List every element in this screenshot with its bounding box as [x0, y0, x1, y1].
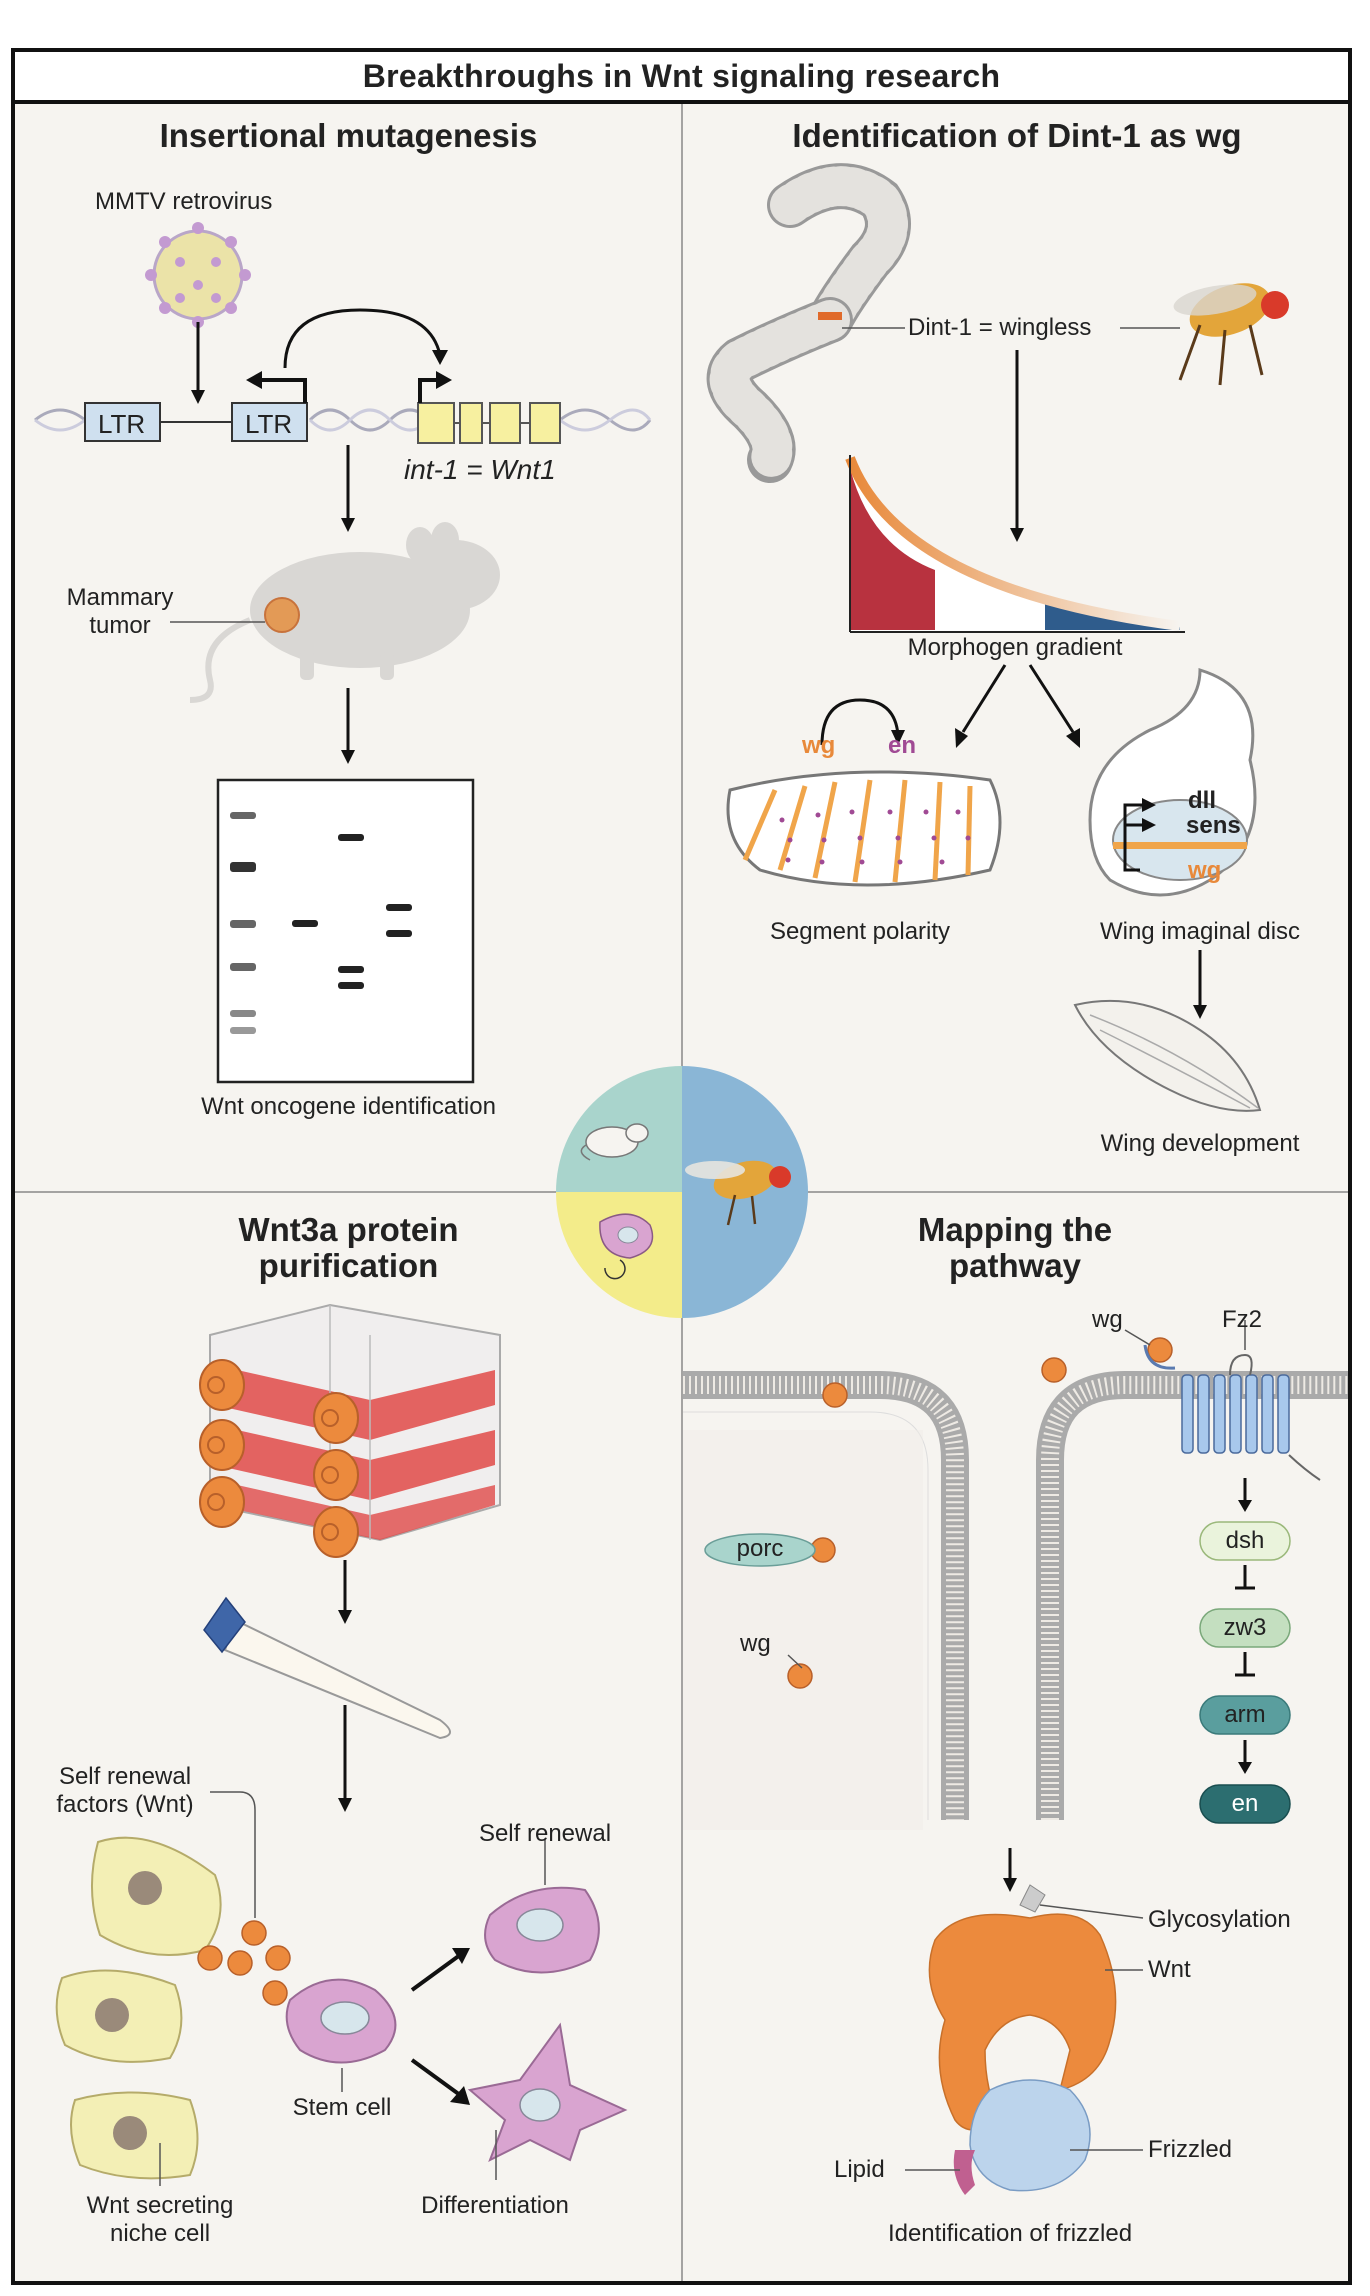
label-dsh: dsh: [1225, 1527, 1265, 1554]
label-frizzled: Frizzled: [1148, 2136, 1233, 2163]
blot-bands: [230, 812, 412, 1034]
label-wing-imaginal-disc: Wing imaginal disc: [1099, 918, 1301, 945]
label-en-segment: en: [888, 732, 917, 759]
fz2-receptor: [1181, 1374, 1290, 1454]
figure-title: Breakthroughs in Wnt signaling research: [11, 48, 1352, 104]
cell-culture-flasks: [199, 1303, 501, 1558]
label-mammary-tumor: Mammary tumor: [66, 584, 174, 639]
wg-particle: [1041, 1357, 1067, 1383]
wing-imaginal-disc: [1088, 667, 1257, 897]
label-mmtv-retrovirus: MMTV retrovirus: [95, 188, 273, 215]
porc-protein: [704, 1533, 816, 1567]
label-porc: porc: [736, 1535, 784, 1562]
ltr-box-right: [231, 402, 308, 442]
stem-cell: [285, 1978, 397, 2064]
quad-title-insertional-mutagenesis: Insertional mutagenesis: [159, 117, 538, 154]
quad-title-wnt3a-purification: Wnt3a protein purification: [238, 1211, 459, 1284]
dsh-pill: [1199, 1521, 1291, 1561]
label-stem-cell: Stem cell: [292, 2094, 392, 2121]
label-lipid: Lipid: [834, 2156, 885, 2183]
ltr-box-left: [84, 402, 161, 442]
gene-exons: [417, 402, 561, 444]
label-dll: dll: [1188, 787, 1216, 814]
wing-icon: [1073, 999, 1262, 1112]
label-self-renewal-factors: Self renewal factors (Wnt): [56, 1763, 194, 1818]
ltr-left-label: LTR: [98, 409, 146, 439]
chromosome-icon: [706, 163, 911, 483]
label-wnt: Wnt: [1148, 1956, 1191, 1983]
label-sens: sens: [1186, 812, 1241, 839]
label-wg-disc: wg: [1188, 857, 1222, 884]
mouse-icon: [580, 1123, 649, 1161]
zw3-pill: [1199, 1608, 1291, 1648]
morphogen-gradient: [845, 455, 1185, 633]
fruit-fly-icon: [1173, 283, 1289, 386]
label-dint1-wingless: Dint-1 = wingless: [908, 314, 1092, 341]
wnt-frizzled-structure: [928, 1884, 1117, 2195]
centrifuge-tube: [203, 1596, 451, 1740]
stem-cell-icon: [599, 1213, 654, 1280]
quad-title-dint1-as-wg: Identification of Dint-1 as wg: [792, 117, 1242, 154]
label-morphogen-gradient: Morphogen gradient: [907, 634, 1123, 661]
label-fz2: Fz2: [1222, 1306, 1263, 1333]
wg-particle: [822, 1382, 848, 1408]
tumor-icon: [264, 597, 300, 633]
label-wg-segment: wg: [802, 732, 836, 759]
label-segment-polarity: Segment polarity: [769, 918, 951, 945]
differentiated-cell: [467, 2022, 628, 2163]
embryo-segment-polarity: [726, 770, 1002, 887]
label-wg-intracellular: wg: [740, 1630, 771, 1657]
cell-membrane-right: [1036, 1371, 1348, 1820]
wg-particle: [787, 1663, 813, 1689]
label-identification-of-frizzled: Identification of frizzled: [887, 2220, 1133, 2247]
mouse-silhouette: [189, 522, 500, 703]
label-wnt-secreting-niche-cell: Wnt secreting niche cell: [86, 2192, 234, 2247]
quad-title-mapping-pathway: Mapping the pathway: [917, 1211, 1113, 1284]
label-wing-development: Wing development: [1100, 1130, 1300, 1157]
fly-icon: [685, 1160, 791, 1226]
western-blot: [216, 778, 475, 1084]
gene-label-int1-wnt1: int-1 = Wnt1: [404, 454, 556, 485]
label-en: en: [1231, 1790, 1259, 1817]
en-pill: [1199, 1784, 1291, 1824]
label-wnt-oncogene-identification: Wnt oncogene identification: [201, 1093, 496, 1120]
self-renewal-cell: [484, 1886, 600, 1974]
cell-membrane-left: [683, 1371, 969, 1830]
label-self-renewal: Self renewal: [478, 1820, 612, 1847]
label-wg-bound: wg: [1092, 1306, 1123, 1333]
arm-pill: [1199, 1695, 1291, 1735]
wnt-factor-dots: [197, 1920, 291, 2006]
label-glycosylation: Glycosylation: [1148, 1906, 1291, 1933]
label-differentiation: Differentiation: [421, 2192, 569, 2219]
ltr-right-label: LTR: [245, 409, 293, 439]
label-zw3: zw3: [1223, 1614, 1267, 1641]
label-arm: arm: [1224, 1701, 1266, 1728]
